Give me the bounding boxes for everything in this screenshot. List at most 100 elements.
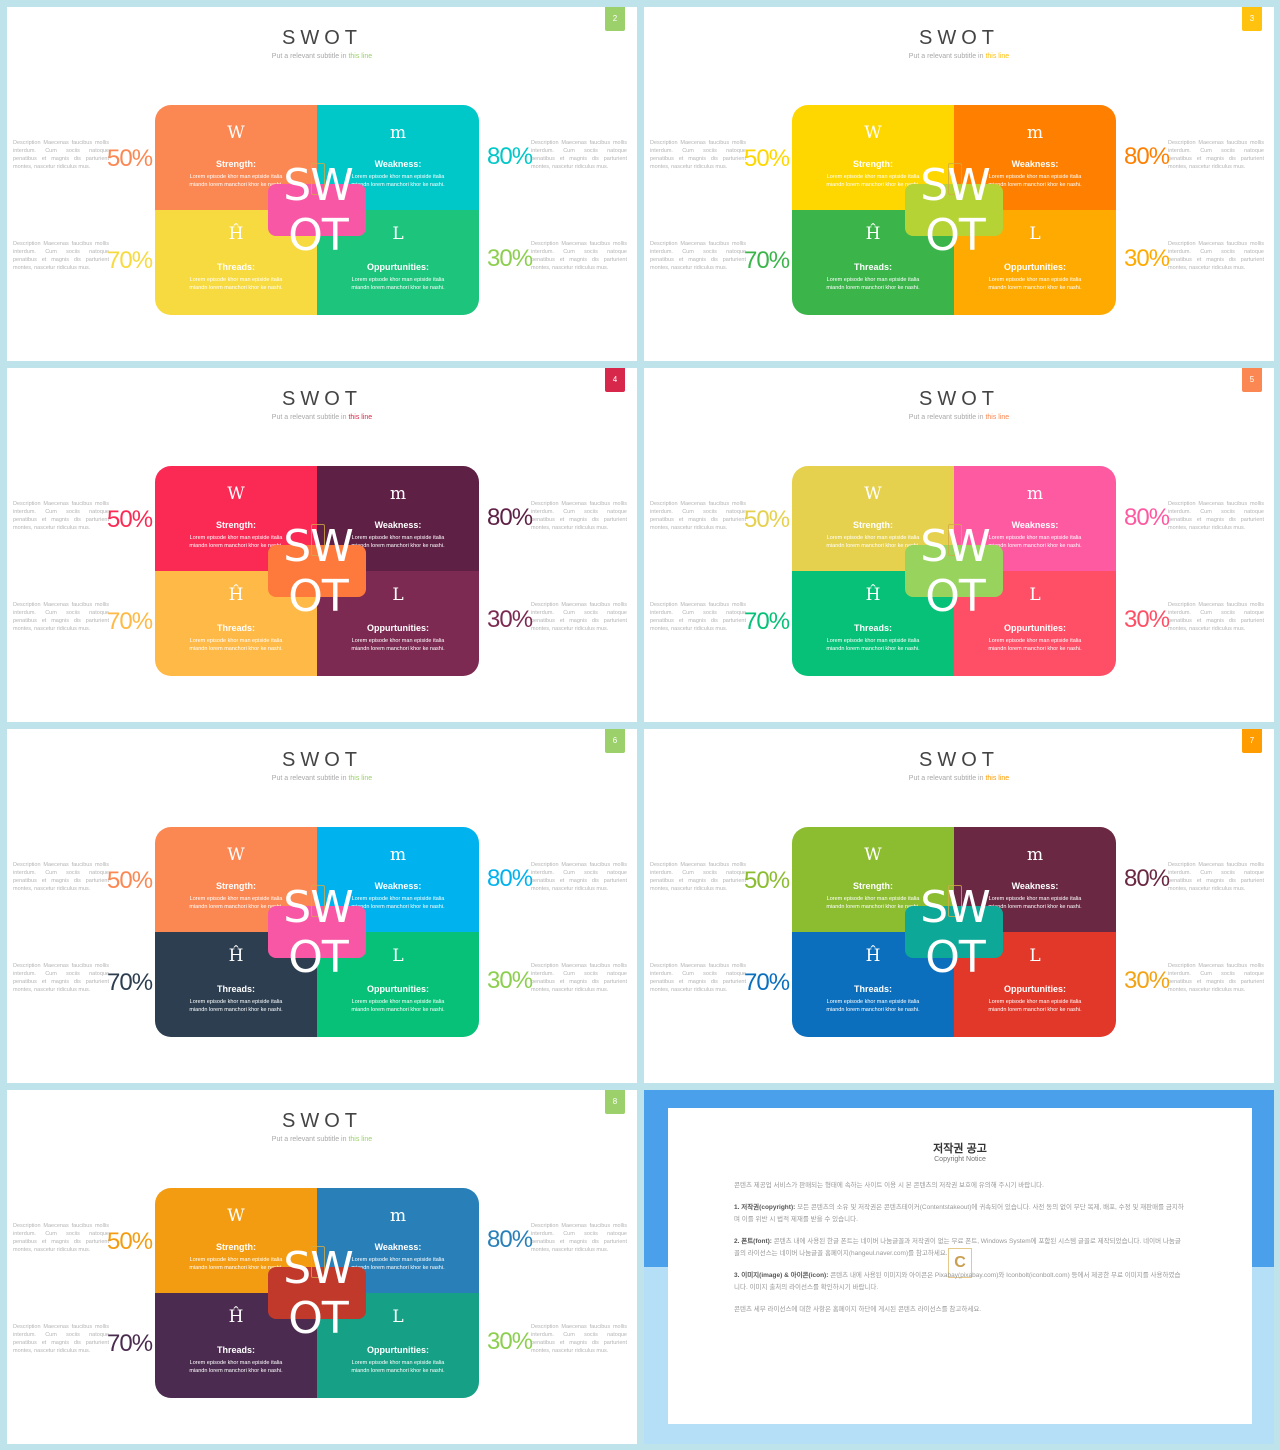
center-box bbox=[905, 184, 1003, 236]
quadrant-oppurtunities[interactable]: L Oppurtunities: Lorem episode khor man … bbox=[317, 210, 479, 315]
swot-panel: W Strength: Lorem episode khor man episi… bbox=[792, 466, 1116, 676]
center-swot-text: SW OT bbox=[283, 160, 353, 261]
strength-heading: Strength: bbox=[216, 881, 256, 891]
weakness-icon: m bbox=[389, 1206, 407, 1226]
threads-text: Lorem episode khor man episide italia mi… bbox=[189, 1360, 283, 1374]
quadrant-threads[interactable]: Ĥ Threads: Lorem episode khor man episid… bbox=[155, 932, 317, 1037]
center-swot-text: SW OT bbox=[283, 882, 353, 983]
strength-icon: W bbox=[227, 484, 245, 504]
center-swot-text: SW OT bbox=[283, 1243, 353, 1344]
page-number-badge: 2 bbox=[605, 7, 625, 31]
subtitle-text: Put a relevant subtitle in bbox=[271, 1136, 349, 1143]
quadrant-weakness[interactable]: m Weakness: Lorem episode khor man episi… bbox=[954, 105, 1116, 210]
page-number-badge: 6 bbox=[605, 729, 625, 753]
slide-title: SWOT bbox=[919, 749, 999, 771]
oppurtunities-heading: Oppurtunities: bbox=[367, 623, 429, 633]
strength-icon: W bbox=[227, 845, 245, 865]
description-bottom-left: Description Maecenas faucibus mollis int… bbox=[13, 602, 109, 632]
oppurtunities-icon: L bbox=[1029, 224, 1041, 244]
slide-title: SWOT bbox=[282, 388, 362, 410]
swot-panel: W Strength: Lorem episode khor man episi… bbox=[155, 105, 479, 315]
percent-top-left: 50% bbox=[744, 506, 790, 533]
description-top-left: Description Maecenas faucibus mollis int… bbox=[13, 862, 109, 892]
threads-icon: Ĥ bbox=[865, 585, 881, 605]
description-top-left: Description Maecenas faucibus mollis int… bbox=[650, 140, 746, 170]
threads-heading: Threads: bbox=[853, 984, 892, 994]
oppurtunities-text: Lorem episode khor man episide italia mi… bbox=[988, 999, 1082, 1013]
weakness-text: Lorem episode khor man episide italia mi… bbox=[351, 896, 445, 910]
description-bottom-right: Description Maecenas faucibus mollis int… bbox=[531, 1324, 627, 1354]
slide-title: SWOT bbox=[282, 1110, 362, 1132]
subtitle-text: Put a relevant subtitle in bbox=[271, 775, 349, 782]
percent-top-right: 80% bbox=[487, 1226, 533, 1253]
weakness-heading: Weakness: bbox=[374, 881, 422, 891]
page-number-badge: 3 bbox=[1242, 7, 1262, 31]
percent-top-left: 50% bbox=[107, 1228, 153, 1255]
center-swot-text: SW OT bbox=[920, 521, 990, 622]
oppurtunities-text: Lorem episode khor man episide italia mi… bbox=[988, 277, 1082, 291]
center-box bbox=[268, 906, 366, 958]
slide-title: SWOT bbox=[282, 27, 362, 49]
slide-subtitle: Put a relevant subtitle in this line bbox=[7, 414, 637, 421]
quadrant-strength[interactable]: W Strength: Lorem episode khor man episi… bbox=[792, 466, 954, 571]
description-top-right: Description Maecenas faucibus mollis int… bbox=[1168, 501, 1264, 531]
percent-top-right: 80% bbox=[1124, 865, 1170, 892]
oppurtunities-icon: L bbox=[392, 224, 404, 244]
center-swot-text: SW OT bbox=[920, 160, 990, 261]
description-bottom-right: Description Maecenas faucibus mollis int… bbox=[1168, 963, 1264, 993]
swot-slide[interactable]: 2 SWOT Put a relevant subtitle in this l… bbox=[7, 7, 637, 361]
weakness-text: Lorem episode khor man episide italia mi… bbox=[988, 535, 1082, 549]
oppurtunities-text: Lorem episode khor man episide italia mi… bbox=[351, 638, 445, 652]
swot-slide[interactable]: 5 SWOT Put a relevant subtitle in this l… bbox=[644, 368, 1274, 722]
subtitle-highlight: this line bbox=[348, 414, 373, 421]
copyright-outro: 콘텐츠 세부 라이선스에 대한 사항은 홈페이지 하단에 게시된 콘텐츠 라이선… bbox=[734, 1306, 982, 1313]
percent-top-left: 50% bbox=[107, 506, 153, 533]
swot-slide[interactable]: 6 SWOT Put a relevant subtitle in this l… bbox=[7, 729, 637, 1083]
threads-heading: Threads: bbox=[216, 262, 255, 272]
slide-subtitle: Put a relevant subtitle in this line bbox=[7, 53, 637, 60]
description-top-left: Description Maecenas faucibus mollis int… bbox=[650, 501, 746, 531]
weakness-icon: m bbox=[1026, 484, 1044, 504]
swot-panel: W Strength: Lorem episode khor man episi… bbox=[792, 105, 1116, 315]
description-top-right: Description Maecenas faucibus mollis int… bbox=[531, 501, 627, 531]
weakness-text: Lorem episode khor man episide italia mi… bbox=[988, 174, 1082, 188]
swot-panel: W Strength: Lorem episode khor man episi… bbox=[155, 827, 479, 1037]
strength-icon: W bbox=[864, 123, 882, 143]
strength-text: Lorem episode khor man episide italia mi… bbox=[826, 535, 920, 549]
percent-bottom-right: 30% bbox=[1124, 967, 1170, 994]
percent-top-right: 80% bbox=[487, 143, 533, 170]
swot-slide[interactable]: 8 SWOT Put a relevant subtitle in this l… bbox=[7, 1090, 637, 1444]
weakness-text: Lorem episode khor man episide italia mi… bbox=[351, 174, 445, 188]
percent-bottom-right: 30% bbox=[1124, 245, 1170, 272]
threads-heading: Threads: bbox=[216, 623, 255, 633]
description-top-right: Description Maecenas faucibus mollis int… bbox=[1168, 862, 1264, 892]
swot-slide[interactable]: 7 SWOT Put a relevant subtitle in this l… bbox=[644, 729, 1274, 1083]
strength-heading: Strength: bbox=[853, 159, 893, 169]
description-bottom-left: Description Maecenas faucibus mollis int… bbox=[13, 963, 109, 993]
center-box bbox=[905, 906, 1003, 958]
strength-text: Lorem episode khor man episide italia mi… bbox=[826, 896, 920, 910]
oppurtunities-heading: Oppurtunities: bbox=[1004, 984, 1066, 994]
swot-slide[interactable]: 3 SWOT Put a relevant subtitle in this l… bbox=[644, 7, 1274, 361]
slide-title: SWOT bbox=[282, 749, 362, 771]
percent-bottom-left: 70% bbox=[107, 608, 153, 635]
percent-bottom-left: 70% bbox=[744, 969, 790, 996]
quadrant-weakness[interactable]: m Weakness: Lorem episode khor man episi… bbox=[954, 466, 1116, 571]
quadrant-threads[interactable]: Ĥ Threads: Lorem episode khor man episid… bbox=[155, 1293, 317, 1398]
strength-icon: W bbox=[864, 845, 882, 865]
slide-subtitle: Put a relevant subtitle in this line bbox=[644, 775, 1274, 782]
weakness-text: Lorem episode khor man episide italia mi… bbox=[988, 896, 1082, 910]
weakness-text: Lorem episode khor man episide italia mi… bbox=[351, 1257, 445, 1271]
strength-text: Lorem episode khor man episide italia mi… bbox=[189, 896, 283, 910]
weakness-text: Lorem episode khor man episide italia mi… bbox=[351, 535, 445, 549]
subtitle-highlight: this line bbox=[985, 775, 1010, 782]
subtitle-highlight: this line bbox=[985, 53, 1010, 60]
logo-mark-icon bbox=[311, 1246, 325, 1278]
percent-top-right: 80% bbox=[1124, 504, 1170, 531]
percent-bottom-left: 70% bbox=[107, 1330, 153, 1357]
percent-bottom-right: 30% bbox=[487, 606, 533, 633]
percent-top-left: 50% bbox=[744, 145, 790, 172]
swot-slide[interactable]: 4 SWOT Put a relevant subtitle in this l… bbox=[7, 368, 637, 722]
oppurtunities-text: Lorem episode khor man episide italia mi… bbox=[351, 1360, 445, 1374]
